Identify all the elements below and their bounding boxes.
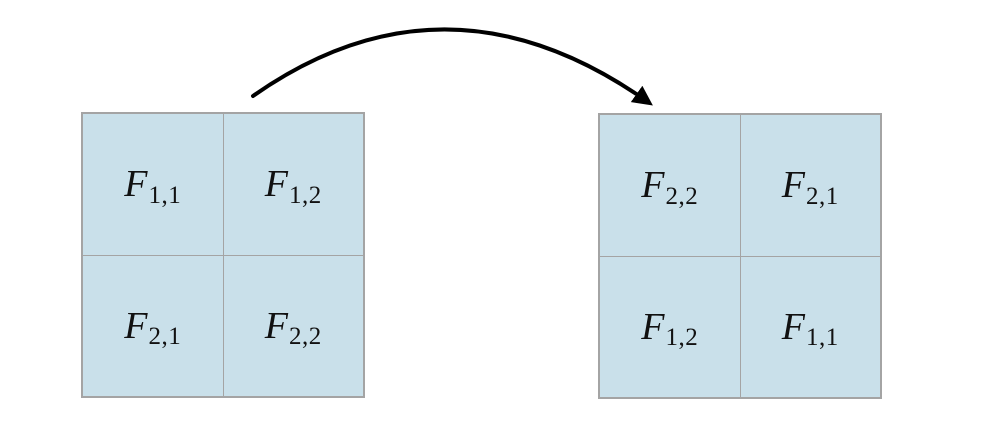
cell-label-base: F [781, 305, 805, 348]
cell-label-base: F [781, 164, 805, 207]
cell-label-base: F [641, 164, 665, 207]
cell-label-base: F [124, 163, 148, 206]
cell-label-subscript: 1,1 [148, 181, 182, 209]
cell-label-subscript: 1,2 [288, 181, 322, 209]
cell-label-base: F [264, 163, 288, 206]
cell-label-subscript: 2,1 [148, 323, 182, 351]
cell-label-subscript: 2,2 [288, 323, 322, 351]
cell-label-base: F [264, 304, 288, 347]
cell-label-subscript: 1,2 [665, 324, 699, 352]
arrow-curve [251, 27, 653, 106]
cell-label-base: F [124, 304, 148, 347]
cell-label-subscript: 1,1 [805, 324, 839, 352]
cell-label-subscript: 2,2 [665, 182, 699, 210]
cell-label-subscript: 2,1 [805, 182, 839, 210]
cell-label-base: F [641, 305, 665, 348]
